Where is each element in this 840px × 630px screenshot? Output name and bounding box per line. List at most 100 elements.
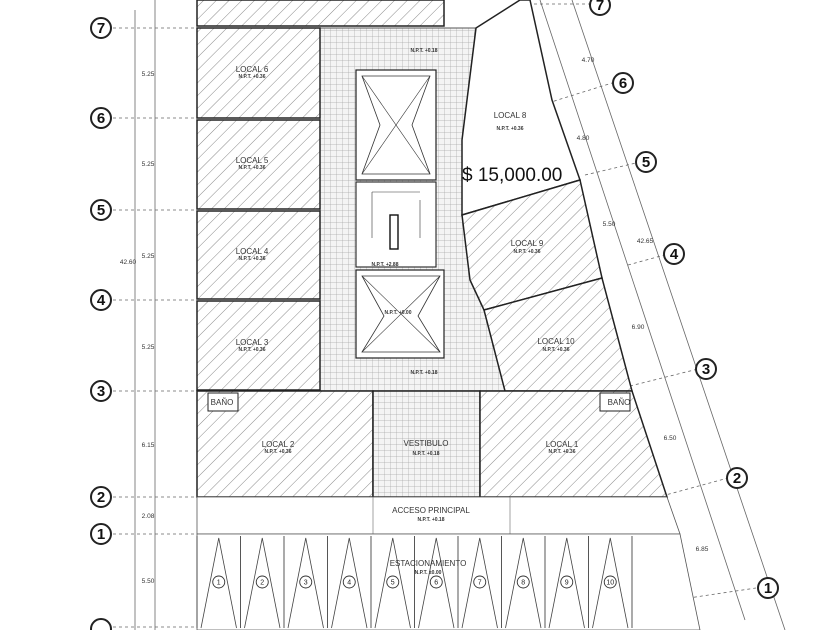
core-level-stair: N.P.T. +2.88	[371, 262, 398, 268]
vestibule-level: N.P.T. +0.18	[412, 451, 439, 457]
stall-number-circle	[429, 575, 443, 589]
local-level: N.P.T. +0.36	[238, 256, 265, 262]
parking-stall: 10	[588, 536, 629, 629]
local-level: N.P.T. +0.36	[542, 347, 569, 353]
stall-number-circle	[516, 575, 530, 589]
grid-bubble-3: 3	[90, 380, 112, 402]
dimension-text: 5.25	[142, 344, 155, 351]
acceso-principal-area	[196, 496, 681, 535]
parking-level: N.P.T. ±0.00	[415, 570, 442, 576]
local-5-room	[196, 119, 321, 210]
dimension-text: 6.50	[664, 435, 677, 442]
svg-text:3: 3	[702, 361, 710, 378]
svg-text:2: 2	[97, 489, 105, 506]
parking-label: ESTACIONAMIENTO	[390, 559, 467, 568]
stall-number: 2	[260, 580, 264, 587]
dimension-text: 6.15	[142, 442, 155, 449]
total-dimension-text: 42.65	[637, 238, 654, 245]
grid-bubble-6: 6	[90, 107, 112, 129]
grid-bubble-2: 2	[90, 486, 112, 508]
parking-stall: 8	[501, 536, 542, 629]
stall-number-circle	[473, 575, 487, 589]
bath-left	[207, 392, 239, 412]
svg-text:5: 5	[642, 154, 650, 171]
stall-number: 1	[217, 580, 221, 587]
right-dimension-lines	[522, 0, 786, 630]
vestibule-room	[372, 390, 481, 498]
dimension-text: 4.80	[577, 135, 590, 142]
stall-number-circle	[299, 575, 313, 589]
dimension-text: 5.25	[142, 253, 155, 260]
bath-right	[599, 392, 631, 412]
local-name: LOCAL 3	[236, 338, 269, 347]
stall-number: 5	[391, 580, 395, 587]
dimension-text: 5.25	[142, 161, 155, 168]
parking-stall: 5	[370, 536, 411, 629]
parking-stall: 1	[196, 536, 237, 629]
bath-label: BAÑO	[608, 398, 631, 407]
local-name: LOCAL 5	[236, 156, 269, 165]
left-dimension-lines	[113, 0, 197, 630]
acceso-label: ACCESO PRINCIPAL	[392, 506, 470, 515]
right-dimension-texts: 4.70 4.80 5.50 6.90 6.50 6.85 42.65	[577, 57, 709, 553]
local-labels: LOCAL 6 N.P.T. +0.36 LOCAL 5 N.P.T. +0.3…	[236, 65, 579, 455]
grid-bubble-6-right: 6	[612, 72, 634, 94]
parking-area	[196, 533, 701, 630]
parking-stall: 2	[240, 536, 281, 629]
upper-shaft	[355, 69, 437, 181]
grid-bubble-1-right: 1	[757, 577, 779, 599]
grid-bubble-4-right: 4	[663, 243, 685, 265]
local-3-room	[196, 300, 321, 391]
stall-number: 10	[606, 580, 614, 587]
parking-stall: 6	[414, 536, 455, 629]
local-name: LOCAL 10	[537, 337, 575, 346]
left-dimension-texts: 5.25 5.25 5.25 5.25 6.15 2.08 5.50 42.60	[120, 71, 155, 585]
local-6-room	[196, 27, 321, 119]
right-locals	[461, 0, 669, 498]
grid-bubble-1-partial	[90, 618, 112, 630]
dimension-text: 6.90	[632, 324, 645, 331]
core-level-bottom: N.P.T. +0.18	[410, 370, 437, 376]
stair	[355, 181, 437, 268]
stall-number: 9	[565, 580, 569, 587]
total-dimension-text: 42.60	[120, 259, 137, 266]
svg-text:4: 4	[97, 292, 106, 309]
grid-bubbles-left: 7 6 5 4 3 2 1	[90, 17, 112, 630]
parking-stall: 7	[457, 536, 498, 629]
local-name: LOCAL 9	[511, 239, 544, 248]
upper-partial-local	[196, 0, 445, 27]
svg-text:5: 5	[97, 202, 105, 219]
svg-text:1: 1	[97, 526, 105, 543]
local-level: N.P.T. +0.36	[264, 449, 291, 455]
stall-number-circle	[560, 575, 574, 589]
left-locals	[196, 0, 445, 498]
local-8-room	[461, 0, 581, 217]
dimension-text: 5.50	[603, 221, 616, 228]
core-labels: N.P.T. +0.18 N.P.T. +2.88 N.P.T. +0.00 N…	[211, 48, 631, 576]
svg-text:6: 6	[619, 75, 627, 92]
stall-number-circle	[603, 575, 617, 589]
dimension-text: 5.50	[142, 578, 155, 585]
stall-number: 3	[304, 580, 308, 587]
grid-bubble-3-right: 3	[695, 358, 717, 380]
grid-bubble-7: 7	[90, 17, 112, 39]
svg-text:7: 7	[596, 0, 604, 14]
local-name: LOCAL 8	[494, 111, 527, 120]
vestibule-label: VESTIBULO	[404, 439, 449, 448]
lower-shaft	[355, 269, 445, 359]
grid-bubble-4: 4	[90, 289, 112, 311]
core-level-top: N.P.T. +0.18	[410, 48, 437, 54]
local-level: N.P.T. +0.36	[238, 74, 265, 80]
svg-text:7: 7	[97, 20, 105, 37]
local-name: LOCAL 2	[262, 440, 295, 449]
stall-number: 7	[478, 580, 482, 587]
price-label: $ 15,000.00	[462, 165, 562, 186]
stall-number-circle	[255, 575, 269, 589]
local-4-room	[196, 210, 321, 300]
local-level: N.P.T. +0.36	[548, 449, 575, 455]
local-name: LOCAL 1	[546, 440, 579, 449]
local-level: N.P.T. +0.36	[496, 126, 523, 132]
grid-bubble-5-right: 5	[635, 151, 657, 173]
